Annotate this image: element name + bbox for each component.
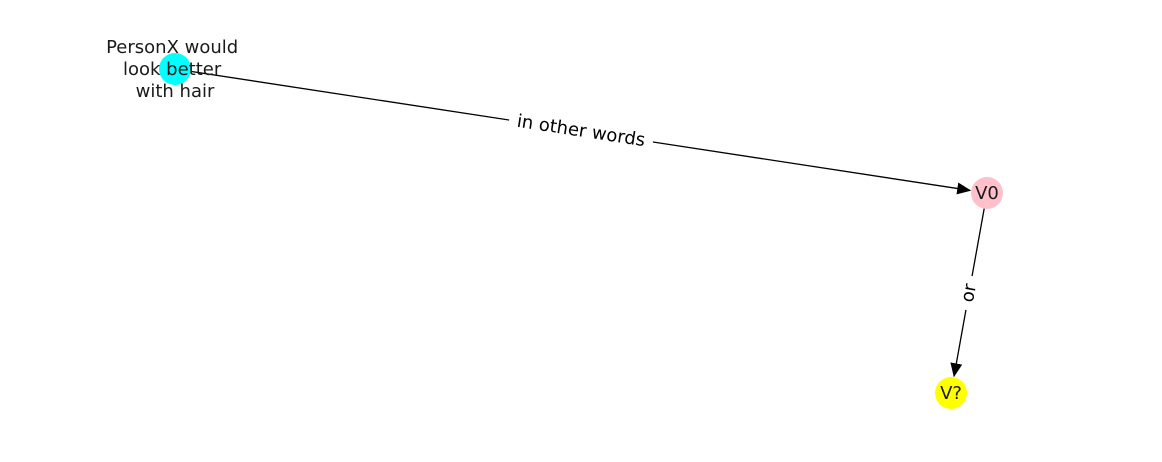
node-v-unknown: V? bbox=[935, 377, 967, 409]
edge-label-background bbox=[507, 107, 655, 155]
edge-label-background bbox=[953, 273, 985, 313]
edge-or: or bbox=[950, 198, 987, 378]
node-circle bbox=[159, 53, 191, 85]
node-circle bbox=[971, 177, 1003, 209]
node-label-line: look better bbox=[123, 59, 222, 80]
node-v0: V0 bbox=[971, 177, 1003, 209]
edge-in-other-words: in other words bbox=[180, 69, 972, 195]
edge-label: or bbox=[957, 281, 981, 303]
node-label-line: PersonX would bbox=[106, 37, 238, 58]
node-label: V0 bbox=[975, 183, 999, 204]
node-label-line: V? bbox=[940, 383, 962, 404]
node-circle bbox=[935, 377, 967, 409]
edge-label: in other words bbox=[515, 111, 646, 151]
node-label: V? bbox=[940, 383, 962, 404]
node-personx: PersonX would look better with hair bbox=[106, 37, 244, 102]
node-label-line: V0 bbox=[975, 183, 999, 204]
node-label-line: with hair bbox=[136, 81, 215, 102]
node-label: PersonX would look better with hair bbox=[106, 37, 244, 102]
